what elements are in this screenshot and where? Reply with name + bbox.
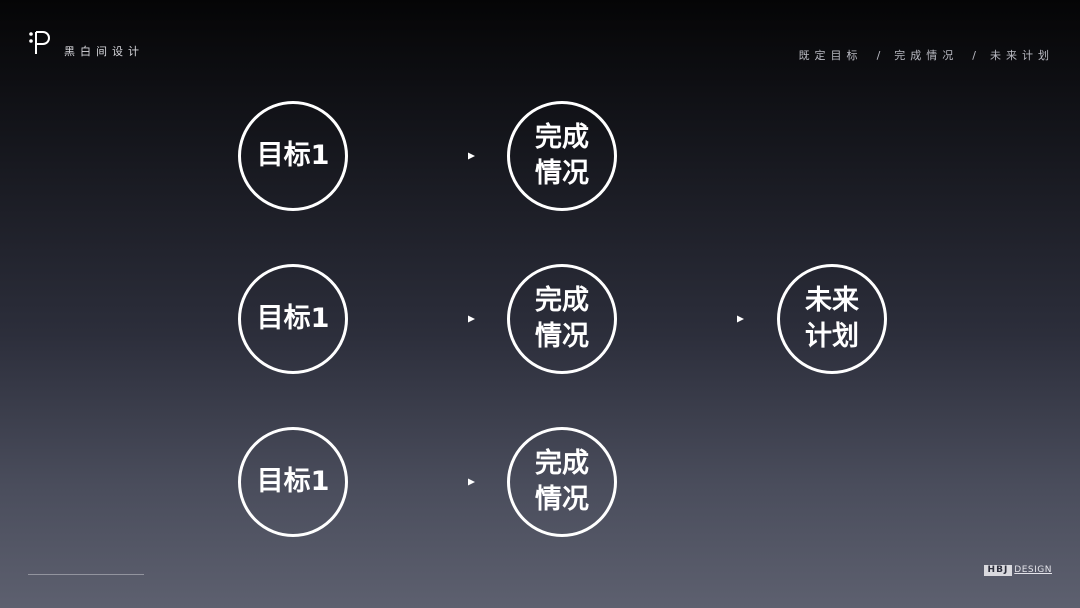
breadcrumb-item-status: 完成情况 [894, 49, 959, 62]
status-node-row-3: 完成情况 [507, 427, 617, 537]
breadcrumb-separator: / [972, 48, 976, 62]
status-label: 完成情况 [535, 285, 589, 352]
breadcrumb: 既定目标 / 完成情况 / 未来计划 [799, 47, 1054, 63]
breadcrumb-separator: / [876, 48, 881, 62]
footer-brand-badge: HBJ DESIGN [983, 565, 1052, 576]
brand-name: 黑白间设计 [64, 45, 144, 58]
goal-node-row-3: 目标1 [238, 427, 348, 537]
status-node-row-1: 完成情况 [507, 101, 617, 211]
arrow-icon [384, 477, 476, 487]
goal-node-row-2: 目标1 [238, 264, 348, 374]
arrow-icon [384, 314, 476, 324]
breadcrumb-item-goals: 既定目标 [798, 49, 863, 62]
goal-label: 目标1 [256, 466, 330, 497]
status-label: 完成情况 [535, 448, 589, 515]
goal-label: 目标1 [256, 140, 330, 171]
arrow-icon [653, 314, 745, 324]
plan-label: 未来计划 [805, 285, 859, 352]
goal-label: 目标1 [256, 303, 330, 334]
goal-node-row-1: 目标1 [238, 101, 348, 211]
status-label: 完成情况 [535, 122, 589, 189]
footer-divider [28, 574, 144, 575]
arrow-icon [384, 151, 476, 161]
badge-design: DESIGN [1014, 565, 1052, 575]
status-node-row-2: 完成情况 [507, 264, 617, 374]
p-monogram-logo-icon [29, 31, 50, 54]
plan-node-row-2: 未来计划 [777, 264, 887, 374]
breadcrumb-item-plan: 未来计划 [990, 49, 1054, 62]
badge-hbj: HBJ [983, 565, 1013, 576]
